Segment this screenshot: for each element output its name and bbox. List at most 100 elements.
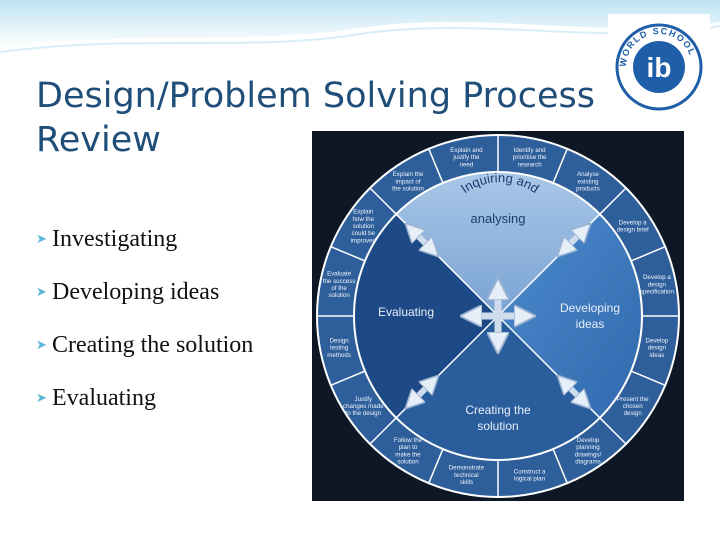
bullet-item: ➤ Investigating	[36, 212, 253, 265]
ring-step-label-line: Develop	[577, 437, 600, 444]
slide-title: Design/Problem Solving Process Review	[36, 74, 636, 162]
ring-spoke	[331, 370, 366, 386]
ring-step-label-line: Develop a	[643, 274, 671, 281]
double-arrow-icon	[412, 230, 432, 250]
quadrant-label-creating-2: solution	[477, 419, 518, 433]
ring-step-label-line: research	[518, 161, 543, 168]
ring-spokes	[318, 136, 678, 496]
ring-step-label-line: impact of	[395, 178, 420, 185]
ring-step-label-line: Explain the	[393, 171, 424, 178]
ring-step-label-line: Follow the	[394, 437, 423, 444]
quadrant-label-developing: Developing	[560, 301, 620, 315]
ring-spoke	[552, 149, 568, 184]
ring-spoke	[552, 448, 568, 483]
ring-spoke	[370, 188, 397, 215]
quadrant-inquiring	[396, 172, 600, 316]
ring-step-label-line: solution	[328, 292, 350, 299]
ring-step-label-line: Explain and	[450, 147, 483, 154]
ring-step-label-line: justify the	[452, 154, 480, 161]
ring-step-label-line: existing	[578, 178, 600, 185]
ring-spoke	[428, 448, 444, 483]
ring-step-label-line: design brief	[617, 227, 649, 234]
bullet-text: Creating the solution	[52, 331, 254, 358]
ring-step-label-line: technical	[454, 472, 478, 479]
bullet-arrow-icon: ➤	[36, 336, 47, 352]
slide-title-line1: Design/Problem Solving Process	[36, 76, 595, 116]
ring-step-label-line: logical plan	[514, 475, 546, 482]
ring-step-label-line: design	[648, 345, 667, 352]
ring-step-label-line: of the	[331, 285, 347, 292]
bullet-item: ➤ Creating the solution	[36, 318, 253, 371]
ring-step-label-line: skills	[460, 479, 473, 486]
ring-spoke	[428, 149, 444, 184]
ring-step-label-line: Present the	[617, 396, 649, 403]
diagonal-arrows	[412, 230, 584, 402]
bullet-text: Evaluating	[52, 384, 156, 411]
quadrant-evaluating	[354, 214, 498, 418]
ring-step-label-line: Justify	[355, 396, 373, 403]
quadrant-label-evaluating: Evaluating	[378, 305, 434, 319]
ring-step-label-line: need	[460, 161, 474, 168]
ring-spoke	[370, 417, 397, 444]
logo-mark: ib	[647, 52, 672, 83]
double-arrow-icon	[412, 382, 432, 402]
ring-step-label-line: changes made	[343, 403, 384, 410]
ring-step-label-line: Identify and	[514, 147, 547, 154]
ring-step-label-line: ideas	[649, 352, 664, 359]
ib-world-school-logo: WORLD SCHOOL ib	[608, 14, 710, 116]
ring-step-label-line: diagrams	[575, 458, 600, 465]
quadrant-developing	[498, 214, 642, 418]
double-arrow-icon	[564, 230, 584, 250]
ring-step-label-line: plan to	[399, 444, 418, 451]
ring-step-label-line: chosen	[623, 403, 644, 410]
ring-step-label-line: the solution	[392, 186, 424, 193]
ring-step-label-line: improved	[351, 237, 377, 244]
ring-step-label-line: Explain	[353, 209, 374, 216]
ring-step-label-line: Evaluate	[327, 271, 352, 278]
bullet-arrow-icon: ➤	[36, 230, 47, 246]
ring-spoke	[630, 370, 665, 386]
bullet-text: Investigating	[52, 225, 178, 252]
quadrant-creating	[396, 316, 600, 460]
ring-step-label-line: to the design	[346, 410, 382, 417]
ring-step-label-line: the success	[323, 278, 356, 285]
double-arrow-icon	[564, 382, 584, 402]
ring-step-label-line: Design	[329, 337, 349, 344]
ring-spoke	[599, 188, 626, 215]
ring-step-label-line: testing	[330, 345, 349, 352]
ring-step-label-line: could be	[352, 230, 376, 237]
ring-step-label-line: solution	[397, 458, 419, 465]
quadrant-label-developing-2: ideas	[576, 317, 605, 331]
ring-step-label-line: design	[624, 410, 643, 417]
ring-step-label-line: make the	[395, 451, 421, 458]
ring-step-label-line: planning	[576, 444, 600, 451]
cross-arrows-icon	[471, 289, 525, 343]
ring-step-label-line: design	[648, 281, 667, 288]
bullet-text: Developing ideas	[52, 278, 220, 305]
ring-step-label-line: methods	[327, 352, 351, 359]
ring-step-label-line: Demonstrate	[449, 465, 485, 472]
ring-spoke	[599, 417, 626, 444]
ring-step-label-line: products	[576, 186, 600, 193]
bullet-list: ➤ Investigating ➤ Developing ideas ➤ Creati…	[36, 212, 253, 424]
bullet-arrow-icon: ➤	[36, 283, 47, 299]
ring-step-label-line: specification	[640, 289, 675, 296]
bullet-arrow-icon: ➤	[36, 389, 47, 405]
ring-step-label-line: Analyse	[577, 171, 600, 178]
ring-step-label-line: Develop a	[619, 219, 647, 226]
